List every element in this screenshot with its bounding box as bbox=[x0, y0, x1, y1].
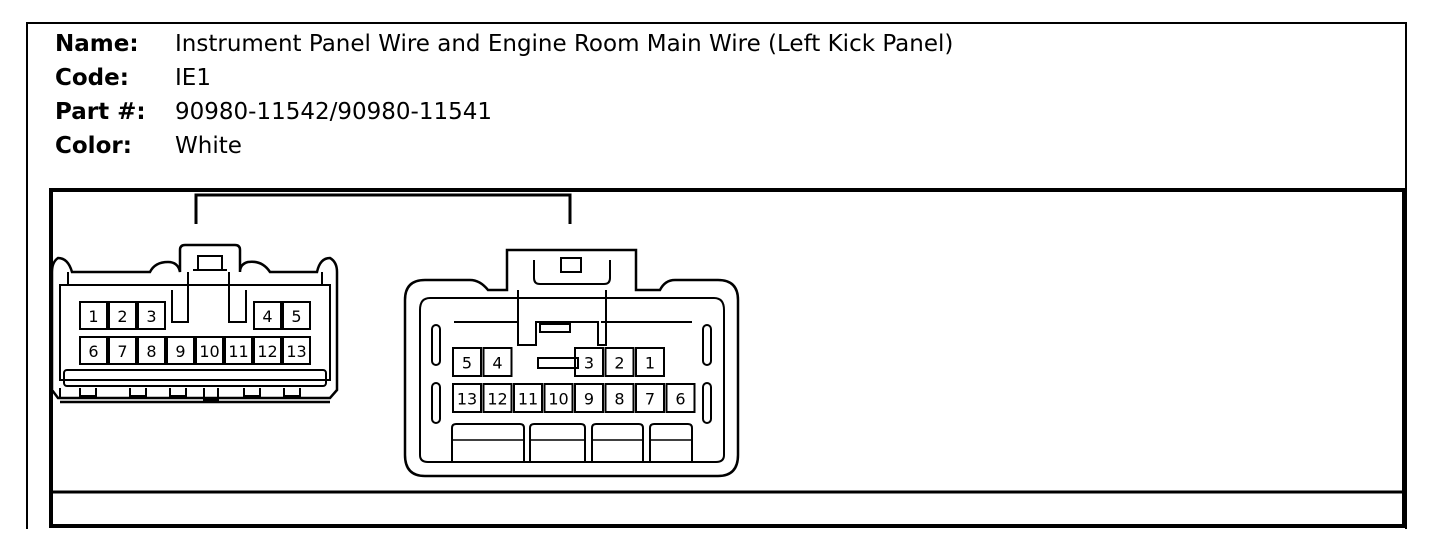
pin-number: 8 bbox=[614, 390, 624, 409]
left-top-pin-2: 2 bbox=[108, 301, 137, 330]
right-bottom-pin-6: 6 bbox=[665, 383, 696, 413]
pin-number: 13 bbox=[457, 390, 477, 409]
left-bottom-pin-12: 12 bbox=[253, 336, 282, 365]
left-top-pin-3: 3 bbox=[137, 301, 166, 330]
right-top-pin-5: 5 bbox=[452, 347, 482, 377]
code-label: Code: bbox=[55, 65, 129, 91]
right-bottom-pin-7: 7 bbox=[635, 383, 665, 413]
right-top-pin-1: 1 bbox=[635, 347, 665, 377]
pin-cavity bbox=[79, 301, 108, 330]
pin-number: 10 bbox=[199, 342, 219, 361]
pin-cavity bbox=[166, 336, 195, 365]
pin-cavity bbox=[108, 336, 137, 365]
pin-number: 9 bbox=[175, 342, 185, 361]
pin-cavity bbox=[253, 301, 282, 330]
pin-number: 12 bbox=[487, 390, 507, 409]
pin-number: 11 bbox=[518, 390, 538, 409]
pin-number: 11 bbox=[228, 342, 248, 361]
pin-number: 9 bbox=[584, 390, 594, 409]
pin-number: 5 bbox=[291, 307, 301, 326]
right-top-pin-4: 4 bbox=[482, 347, 513, 377]
left-bottom-pin-13: 13 bbox=[282, 336, 311, 365]
right-bottom-pin-10: 10 bbox=[543, 383, 574, 413]
pin-cavity bbox=[452, 383, 482, 413]
left-bottom-pin-8: 8 bbox=[137, 336, 166, 365]
pin-number: 4 bbox=[492, 354, 502, 373]
pin-cavity bbox=[137, 301, 166, 330]
pin-number: 4 bbox=[262, 307, 272, 326]
right-top-pin-3: 3 bbox=[574, 347, 604, 377]
pin-cavity bbox=[665, 383, 696, 413]
color-label: Color: bbox=[55, 133, 132, 159]
pin-number: 2 bbox=[117, 307, 127, 326]
pin-number: 12 bbox=[257, 342, 277, 361]
right-bottom-pin-11: 11 bbox=[513, 383, 543, 413]
pin-number: 3 bbox=[146, 307, 156, 326]
right-connector-pins: 5 4 3 2 1 13 12 11 10 9 8 7 6 bbox=[452, 347, 696, 413]
pin-cavity bbox=[513, 383, 543, 413]
left-bottom-pin-9: 9 bbox=[166, 336, 195, 365]
right-connector bbox=[403, 248, 740, 478]
pin-cavity bbox=[452, 347, 482, 377]
right-bottom-pin-8: 8 bbox=[604, 383, 635, 413]
left-bottom-pin-7: 7 bbox=[108, 336, 137, 365]
pin-number: 7 bbox=[117, 342, 127, 361]
name-value: Instrument Panel Wire and Engine Room Ma… bbox=[175, 31, 954, 57]
pin-cavity bbox=[195, 336, 224, 365]
part-label: Part #: bbox=[55, 99, 146, 125]
pin-cavity bbox=[137, 336, 166, 365]
pin-cavity bbox=[482, 383, 513, 413]
left-top-pin-5: 5 bbox=[282, 301, 311, 330]
left-bottom-pin-6: 6 bbox=[79, 336, 108, 365]
left-bottom-pin-10: 10 bbox=[195, 336, 224, 365]
color-value: White bbox=[175, 133, 242, 159]
left-connector bbox=[50, 243, 339, 404]
code-value: IE1 bbox=[175, 65, 211, 91]
pin-number: 6 bbox=[88, 342, 98, 361]
pair-bracket bbox=[194, 193, 572, 224]
pin-cavity bbox=[604, 347, 635, 377]
name-label: Name: bbox=[55, 31, 139, 57]
pin-cavity bbox=[635, 383, 665, 413]
pin-number: 1 bbox=[88, 307, 98, 326]
pin-number: 3 bbox=[584, 354, 594, 373]
right-bottom-pin-13: 13 bbox=[452, 383, 482, 413]
pin-number: 5 bbox=[462, 354, 472, 373]
pin-cavity bbox=[79, 336, 108, 365]
part-value: 90980-11542/90980-11541 bbox=[175, 99, 493, 125]
right-top-pin-2: 2 bbox=[604, 347, 635, 377]
pin-number: 8 bbox=[146, 342, 156, 361]
pin-cavity bbox=[282, 301, 311, 330]
pin-cavity bbox=[635, 347, 665, 377]
pin-cavity bbox=[224, 336, 253, 365]
pin-number: 1 bbox=[645, 354, 655, 373]
pin-cavity bbox=[253, 336, 282, 365]
pin-number: 6 bbox=[675, 390, 685, 409]
pin-cavity bbox=[604, 383, 635, 413]
pin-cavity bbox=[574, 383, 604, 413]
pin-cavity bbox=[282, 336, 311, 365]
right-bottom-pin-12: 12 bbox=[482, 383, 513, 413]
pin-number: 10 bbox=[548, 390, 568, 409]
pin-number: 13 bbox=[286, 342, 306, 361]
pin-number: 7 bbox=[645, 390, 655, 409]
left-top-pin-1: 1 bbox=[79, 301, 108, 330]
right-bottom-pin-9: 9 bbox=[574, 383, 604, 413]
pin-cavity bbox=[543, 383, 574, 413]
pin-cavity bbox=[108, 301, 137, 330]
pin-number: 2 bbox=[614, 354, 624, 373]
pin-cavity bbox=[574, 347, 604, 377]
left-top-pin-4: 4 bbox=[253, 301, 282, 330]
left-bottom-pin-11: 11 bbox=[224, 336, 253, 365]
pin-cavity bbox=[482, 347, 513, 377]
